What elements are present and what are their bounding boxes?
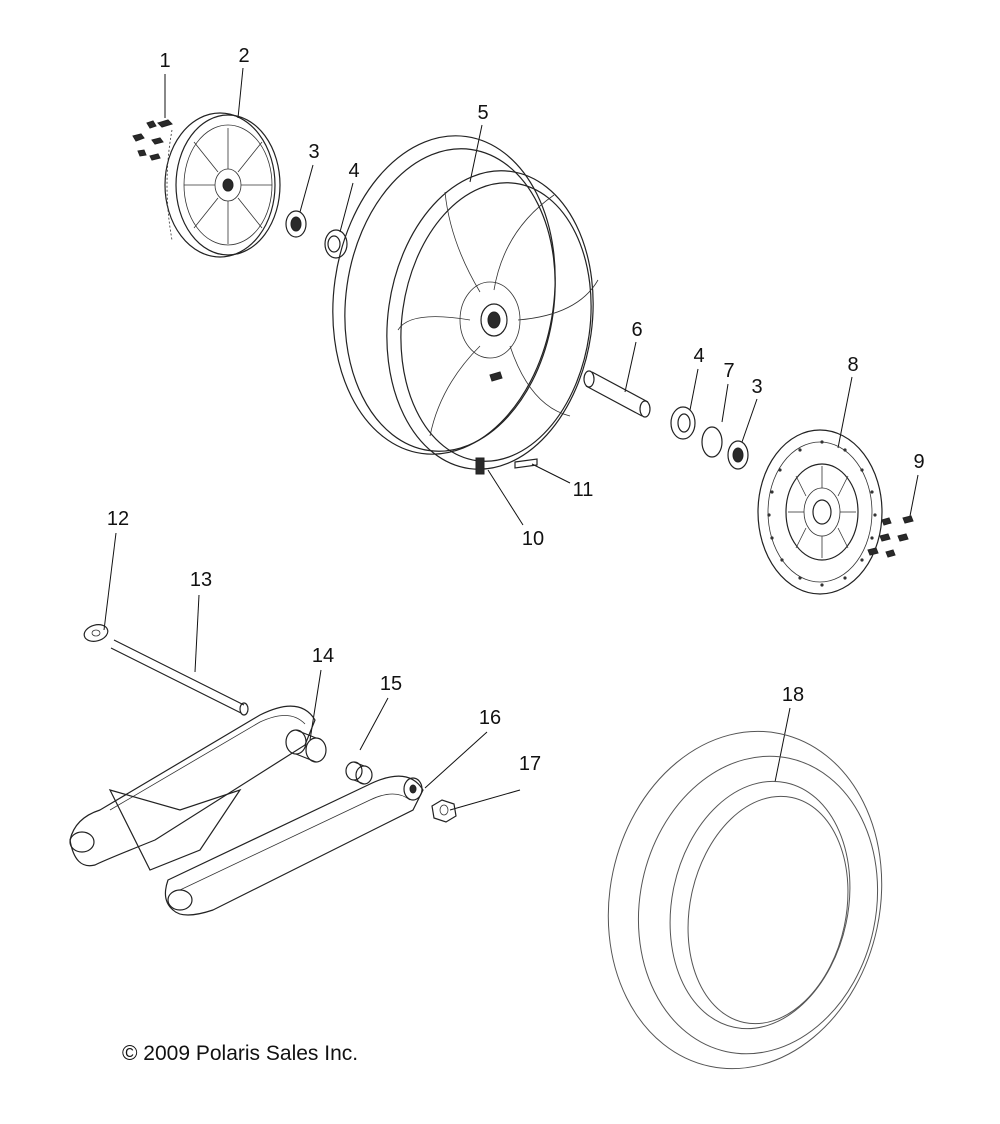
copyright-notice: © 2009 Polaris Sales Inc. bbox=[122, 1042, 359, 1065]
rear-tire bbox=[607, 730, 883, 1070]
key-pin bbox=[514, 458, 538, 469]
spacer bbox=[345, 761, 373, 785]
snap-ring bbox=[701, 426, 723, 458]
valve-stem bbox=[475, 457, 485, 475]
callout-7: 7 bbox=[723, 360, 735, 382]
swingarm bbox=[69, 705, 424, 916]
rear-axle bbox=[110, 639, 249, 716]
rear-wheel bbox=[332, 135, 599, 470]
leader-lines bbox=[103, 67, 919, 811]
axle-washer bbox=[83, 624, 109, 642]
seal-right bbox=[727, 440, 749, 470]
callout-9: 9 bbox=[913, 451, 925, 473]
bearing-right bbox=[670, 406, 696, 440]
callout-3: 3 bbox=[308, 141, 320, 163]
axle-nut bbox=[431, 799, 457, 823]
axle-spacer bbox=[583, 370, 651, 418]
callout-14: 14 bbox=[311, 645, 335, 667]
bolt-set-1 bbox=[132, 119, 173, 161]
drive-pulley bbox=[164, 112, 281, 258]
swingarm-bushing bbox=[285, 729, 327, 763]
axle-adjuster bbox=[403, 777, 423, 801]
callout-6: 6 bbox=[631, 319, 643, 341]
callout-11: 11 bbox=[572, 479, 594, 501]
seal-left bbox=[285, 210, 307, 238]
callout-4b: 4 bbox=[693, 345, 705, 367]
brake-disc bbox=[757, 429, 883, 595]
callout-18: 18 bbox=[781, 684, 805, 706]
bearing-left bbox=[324, 229, 348, 259]
callout-1: 1 bbox=[159, 50, 171, 72]
callout-10: 10 bbox=[521, 528, 545, 550]
callout-3b: 3 bbox=[751, 376, 763, 398]
callout-12: 12 bbox=[106, 508, 130, 530]
callout-8: 8 bbox=[847, 354, 859, 376]
callout-4: 4 bbox=[348, 160, 360, 182]
callout-2: 2 bbox=[238, 45, 250, 67]
callout-17: 17 bbox=[518, 753, 542, 775]
callout-5: 5 bbox=[477, 102, 489, 124]
callout-13: 13 bbox=[189, 569, 213, 591]
bolt-set-9 bbox=[867, 515, 914, 558]
callout-16: 16 bbox=[478, 707, 502, 729]
callout-15: 15 bbox=[379, 673, 403, 695]
